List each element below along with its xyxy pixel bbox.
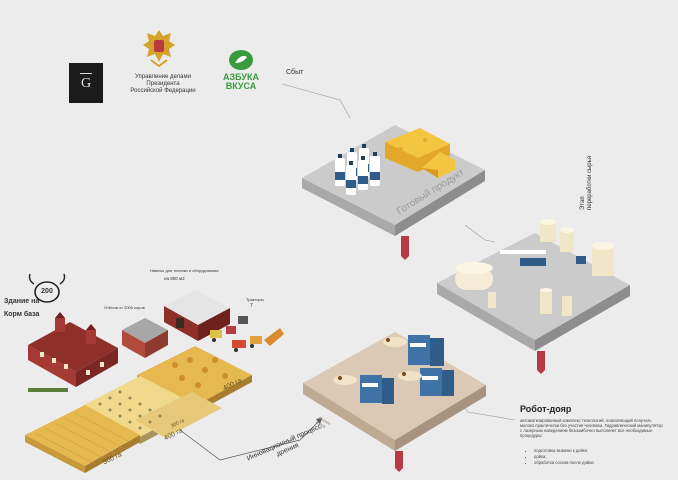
building-for-label: Здание на bbox=[4, 298, 39, 305]
crown-icon bbox=[80, 67, 92, 74]
robot-milker-title: Робот-дояр bbox=[520, 404, 571, 414]
equipment-area-label: на 800 м2 bbox=[164, 276, 185, 281]
processing-tile bbox=[437, 219, 630, 374]
product-to-processing-line bbox=[465, 225, 495, 242]
sales-connector-line bbox=[282, 84, 350, 118]
calves-label: Отёлов от 2000 коров bbox=[104, 305, 145, 310]
equipment-label: Навесы для техники и оборудования bbox=[150, 268, 218, 273]
finished-product-tile bbox=[302, 125, 485, 260]
tile-marker-flag bbox=[401, 236, 409, 260]
robot-bullet-list: подготовка вымени к дойке; дойка; обрабо… bbox=[534, 448, 595, 466]
tractors-label: Тракторы bbox=[246, 297, 264, 302]
processing-stage-label: Этап переработки сырья bbox=[580, 156, 594, 210]
main-barn-icon bbox=[28, 312, 118, 392]
tile-marker-flag bbox=[395, 451, 403, 472]
hotel-logo-letter: G bbox=[69, 76, 103, 92]
feed-base-label: Корм база bbox=[4, 311, 39, 318]
calving-barn-icon bbox=[122, 318, 168, 358]
admin-org-label: Управление делами Президента Российской … bbox=[124, 74, 202, 95]
tractors-count-label: 7 bbox=[250, 303, 253, 309]
sales-label: Сбыт bbox=[286, 69, 303, 76]
brand-leaf-icon bbox=[228, 48, 254, 72]
list-item: обработка сосков после дойки. bbox=[534, 460, 595, 466]
tile-marker-flag bbox=[537, 351, 545, 374]
milking-tile bbox=[303, 332, 486, 472]
emblem-icon bbox=[141, 26, 177, 70]
herd-count-label: 200 bbox=[40, 288, 54, 295]
robot-milker-description: автоматизированный комплекс технологий, … bbox=[520, 418, 665, 438]
hotel-logo: G bbox=[69, 63, 103, 103]
brand-logo-text: АЗБУКА ВКУСА bbox=[216, 73, 266, 91]
